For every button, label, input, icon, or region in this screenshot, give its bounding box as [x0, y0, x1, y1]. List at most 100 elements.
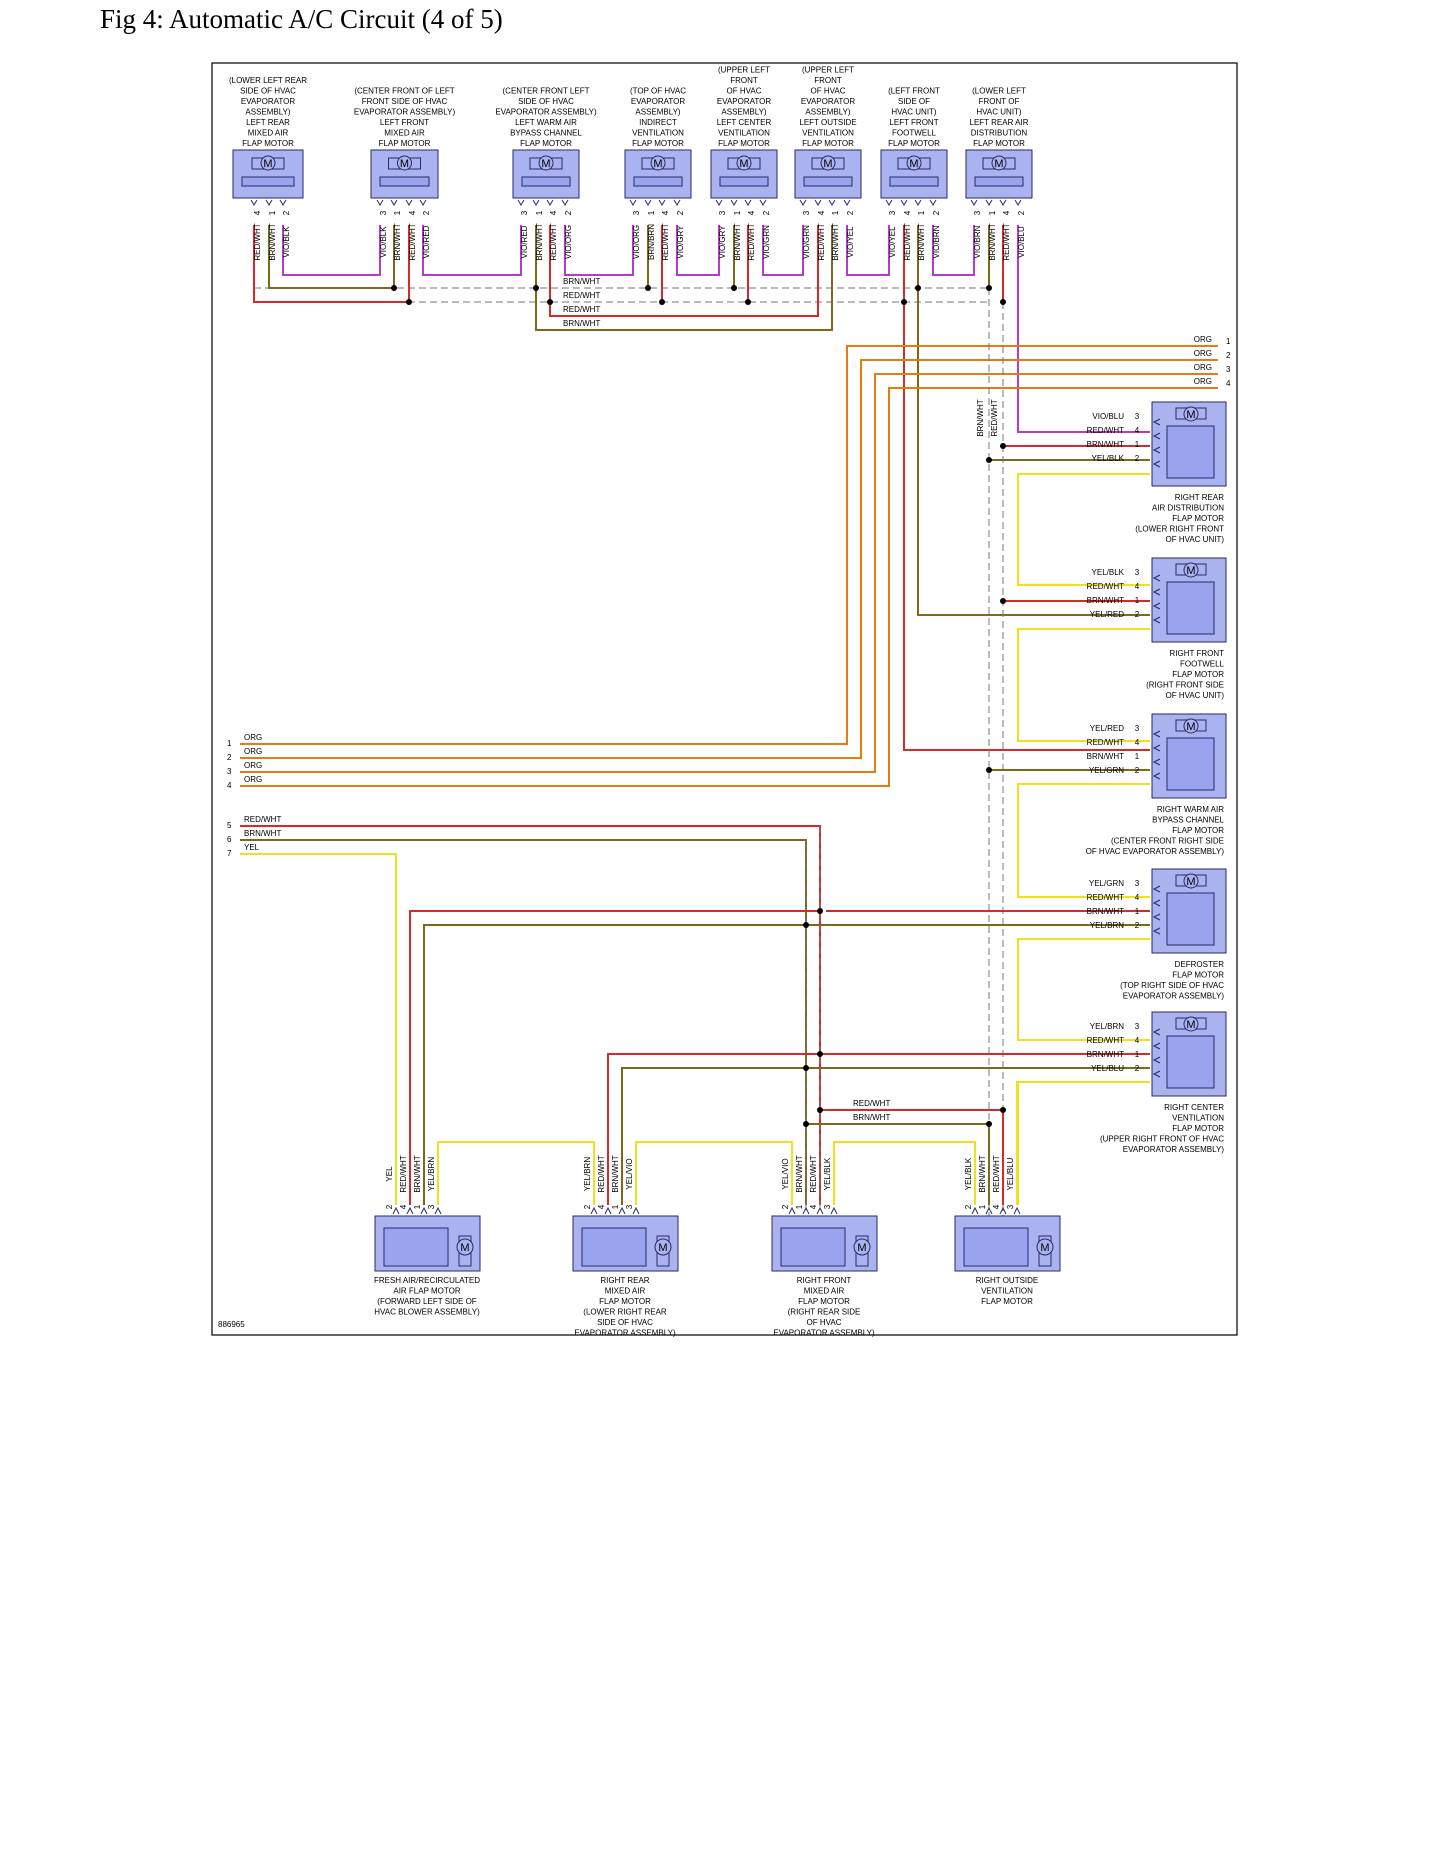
- pin-number: 1: [1135, 596, 1140, 605]
- wire-vio-grn: [762, 225, 804, 276]
- component-label: LEFT WARM AIR: [515, 118, 577, 127]
- wire-label-vertical: BRN/WHT: [413, 1155, 422, 1192]
- component-label: LEFT FRONT: [380, 118, 429, 127]
- org-wire-label: ORG: [244, 775, 262, 784]
- pin-arrow: [759, 199, 767, 206]
- pin-arrow: [265, 199, 273, 206]
- wire-label-vertical: BRN/WHT: [611, 1155, 620, 1192]
- splice-dot: [1000, 1107, 1006, 1113]
- wire-label-vertical: BRN/BRN: [647, 224, 656, 260]
- component-label: FOOTWELL: [892, 129, 937, 138]
- wire-label-vertical: YEL/VIO: [625, 1158, 634, 1189]
- pin-number: 1: [268, 210, 277, 215]
- pin-arrow: [673, 199, 681, 206]
- component-label: RIGHT REAR: [1175, 493, 1224, 502]
- splice-dot: [901, 299, 907, 305]
- component-label: ASSEMBLY): [805, 108, 851, 117]
- org-wire-label: ORG: [244, 747, 262, 756]
- component-label: (RIGHT FRONT SIDE: [1146, 681, 1224, 690]
- wire-label: YEL/GRN: [1089, 879, 1124, 888]
- org-wire-label: ORG: [1194, 363, 1212, 372]
- pin-arrow: [405, 199, 413, 206]
- wire-org: [240, 387, 1218, 787]
- motor-icon: [456, 1238, 474, 1256]
- pin-number: 4: [661, 210, 670, 215]
- pin-number: 4: [747, 210, 756, 215]
- motor-icon: [538, 155, 554, 171]
- component-label: AIR DISTRIBUTION: [1152, 504, 1224, 513]
- motor-icon: [397, 155, 412, 171]
- wire-label-vertical: VIO/BLK: [379, 226, 388, 258]
- component-label: FRONT SIDE OF HVAC: [362, 97, 448, 106]
- component-label: LEFT OUTSIDE: [799, 118, 856, 127]
- motor-icon-label: M: [1186, 409, 1195, 421]
- wire-label-vertical: VIO/GRY: [676, 225, 685, 259]
- wire-label: BRN/WHT: [244, 829, 281, 838]
- wire-brn-wht: [240, 839, 807, 1205]
- pin-arrow: [546, 199, 554, 206]
- pin-arrow: [1013, 1206, 1021, 1215]
- component-label: ASSEMBLY): [245, 108, 291, 117]
- pin-arrow: [802, 1206, 810, 1215]
- wire-yel-grn: [1017, 783, 1150, 898]
- component-label: FLAP MOTOR: [802, 139, 854, 148]
- wire-label-vertical: YEL/BLK: [964, 1157, 973, 1190]
- pin-arrow: [914, 199, 922, 206]
- component-label: HVAC BLOWER ASSEMBLY): [374, 1308, 480, 1317]
- wire-yel: [240, 853, 397, 1205]
- pin-arrow: [1152, 432, 1161, 440]
- component-label: (TOP RIGHT SIDE OF HVAC: [1120, 981, 1224, 990]
- wire-label-vertical: VIO/YEL: [846, 226, 855, 258]
- component-label: EVAPORATOR: [801, 97, 855, 106]
- wire-label: BRN/WHT: [1087, 596, 1124, 605]
- component-label: ASSEMBLY): [721, 108, 767, 117]
- splice-dot: [547, 299, 553, 305]
- diagram-id: 886965: [218, 1320, 245, 1329]
- pin-arrow: [629, 199, 637, 206]
- pin-arrow: [1152, 730, 1161, 738]
- wire-label-vertical: VIO/GRN: [802, 225, 811, 259]
- wire-vio-brn: [932, 225, 975, 276]
- pin-number: 4: [408, 210, 417, 215]
- component-label: SIDE OF HVAC: [240, 87, 296, 96]
- wire-label-vertical: RED/WHT: [253, 223, 262, 260]
- pin-number: 4: [549, 210, 558, 215]
- wire-yel-blu: [1016, 1081, 1018, 1205]
- motor-housing: [379, 176, 430, 187]
- wire-label-vertical: RED/WHT: [399, 1155, 408, 1192]
- pin-arrow: [1152, 772, 1161, 780]
- splice-dot: [817, 1107, 823, 1113]
- motor-housing: [1166, 892, 1215, 946]
- pin-number: 4: [992, 1204, 1001, 1209]
- motor-icon: [991, 155, 1007, 171]
- splice-dot: [406, 299, 412, 305]
- component-label: (UPPER RIGHT FRONT OF HVAC: [1100, 1135, 1224, 1144]
- pin-number: 1: [413, 1204, 422, 1209]
- wire-red-wht: [549, 225, 819, 317]
- pin-arrow: [517, 199, 525, 206]
- pin-arrow: [406, 1206, 414, 1215]
- component-label: HVAC UNIT): [976, 108, 1022, 117]
- component-label: EVAPORATOR ASSEMBLY): [495, 108, 597, 117]
- wire-label: BRN/WHT: [563, 277, 600, 286]
- component-label: LEFT REAR: [246, 118, 290, 127]
- pin-arrow: [730, 199, 738, 206]
- wire-label: BRN/WHT: [1087, 1050, 1124, 1059]
- component-label: (TOP OF HVAC: [630, 87, 686, 96]
- component-label: FLAP MOTOR: [1172, 670, 1224, 679]
- pin-number: 2: [583, 1204, 592, 1209]
- wire-label-vertical: VIO/GRY: [718, 225, 727, 259]
- wire-label: BRN/WHT: [1087, 440, 1124, 449]
- splice-dot: [803, 1065, 809, 1071]
- wire-label-vertical: BRN/WHT: [988, 223, 997, 260]
- splice-dot: [1000, 598, 1006, 604]
- component-label: AIR FLAP MOTOR: [393, 1287, 460, 1296]
- pin-number: 4: [1135, 1036, 1140, 1045]
- component-label: VENTILATION: [981, 1287, 1033, 1296]
- component-label: MIXED AIR: [605, 1287, 646, 1296]
- wire-label-vertical: VIO/YEL: [888, 226, 897, 258]
- pin-number: 2: [1226, 351, 1231, 360]
- component-label: (LEFT FRONT: [888, 87, 940, 96]
- component-label: (LOWER LEFT: [972, 87, 1026, 96]
- component-label: EVAPORATOR: [241, 97, 295, 106]
